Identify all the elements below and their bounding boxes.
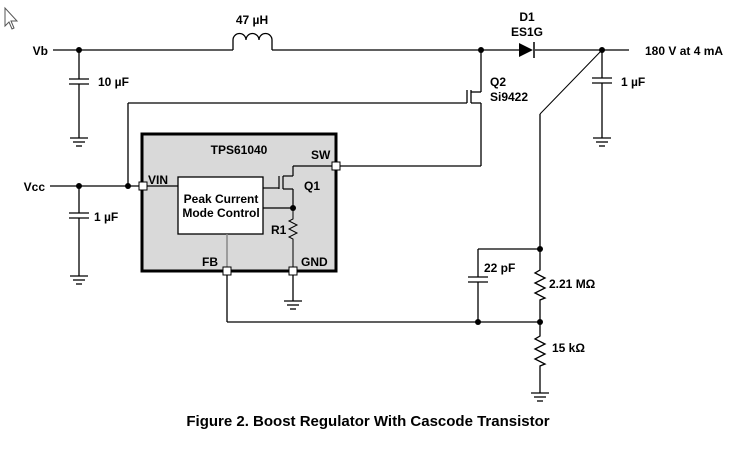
mouse-cursor-icon <box>4 6 19 30</box>
inductor-symbol <box>232 32 273 50</box>
pin-sw-label: SW <box>311 148 331 162</box>
r-bot-label: 15 kΩ <box>552 341 585 355</box>
c-ff-label: 22 pF <box>484 261 515 275</box>
pin-gnd <box>288 266 298 276</box>
q2-part-label: Si9422 <box>490 90 528 104</box>
pin-fb <box>222 266 232 276</box>
c-vcc-label: 1 µF <box>94 210 118 224</box>
output-label: 180 V at 4 mA <box>645 44 723 58</box>
node-vcc-label: Vcc <box>24 180 46 194</box>
block-line1-label: Peak Current <box>184 192 259 206</box>
block-line2-label: Mode Control <box>182 206 259 220</box>
diode-ref-label: D1 <box>519 10 535 24</box>
r1-label: R1 <box>271 223 287 237</box>
pin-gnd-label: GND <box>301 255 328 269</box>
control-block <box>177 176 264 235</box>
diode-part-label: ES1G <box>511 25 543 39</box>
ic-name-label: TPS61040 <box>211 143 268 157</box>
pin-fb-label: FB <box>202 255 218 269</box>
pin-vin <box>138 181 148 191</box>
figure-caption: Figure 2. Boost Regulator With Cascode T… <box>186 413 550 430</box>
diode-symbol <box>519 42 535 58</box>
resistor-2m21-symbol <box>533 249 547 322</box>
resistor-15k-symbol <box>533 322 547 393</box>
c-in-label: 10 µF <box>98 75 129 89</box>
inductor-label: 47 µH <box>236 13 268 27</box>
node-vb-label: Vb <box>33 44 48 58</box>
pin-vin-label: VIN <box>148 173 168 187</box>
q2-ref-label: Q2 <box>490 75 506 89</box>
pin-sw <box>331 161 341 171</box>
r-top-label: 2.21 MΩ <box>549 277 596 291</box>
q1-label: Q1 <box>304 179 320 193</box>
ic-tps61040 <box>140 132 338 273</box>
c-out-label: 1 µF <box>621 75 645 89</box>
